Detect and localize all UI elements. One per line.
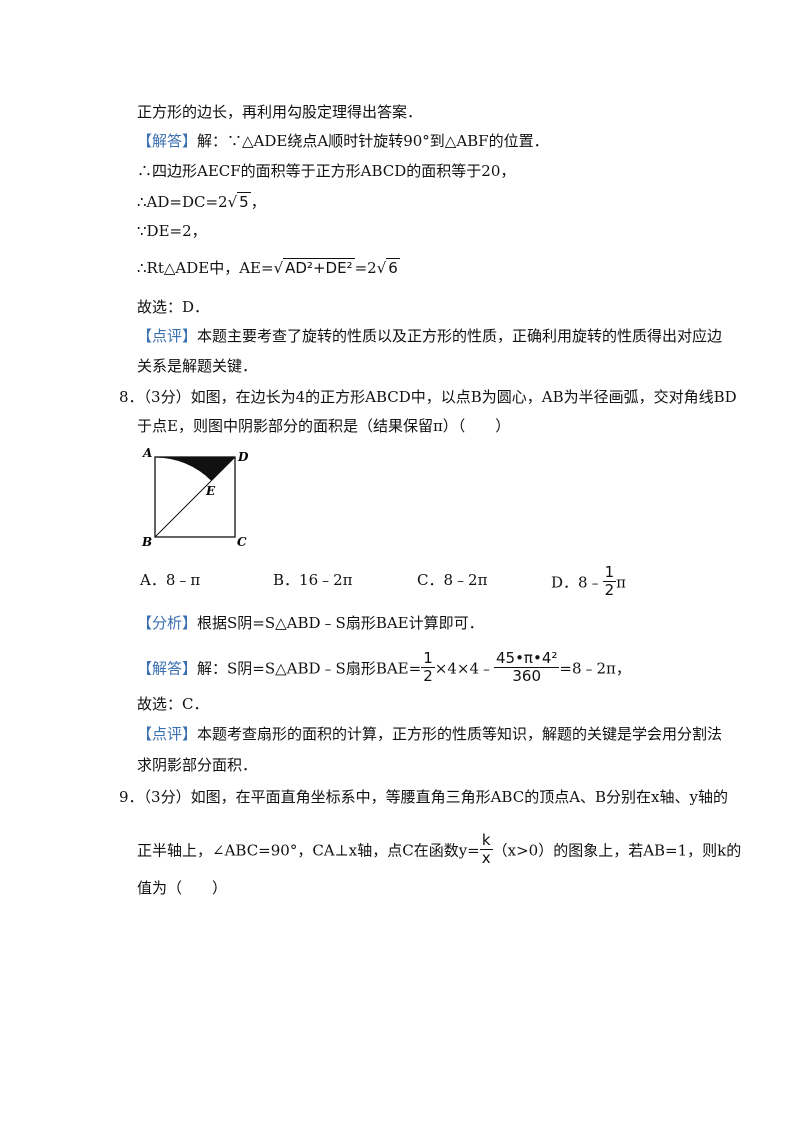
denominator: 2 <box>423 666 433 685</box>
answer-text: 解：∵△ADE绕点A顺时针旋转90°到△ABF的位置． <box>197 132 549 150</box>
review-text: 本题主要考查了旋转的性质以及正方形的性质，正确利用旋转的性质得出对应边 <box>197 327 723 345</box>
prev-step-4: ∴Rt△ADE中，AE=√AD²+DE²=2√6 <box>137 258 400 277</box>
q8-stem-text: （3分）如图，在边长为4的正方形ABCD中，以点B为圆心，AB为半径画弧，交对角… <box>143 388 737 406</box>
q8-number: 8． <box>119 388 144 406</box>
q8-review-1: 【点评】本题考查扇形的面积的计算，正方形的性质等知识，解题的关键是学会用分割法 <box>137 727 722 742</box>
answer-suffix: =8﹣2π， <box>559 659 631 678</box>
radicand: AD²+DE² <box>283 258 355 277</box>
prev-analysis-tail: 正方形的边长，再利用勾股定理得出答案． <box>137 103 423 121</box>
shaded-region <box>155 456 235 481</box>
sqrt-5: √5 <box>227 192 251 211</box>
numerator: 45•π•4² <box>494 649 560 668</box>
choice-b: B．16﹣2π <box>273 571 353 589</box>
prev-step-2: ∴AD=DC=2√5， <box>137 192 266 211</box>
choice-c: C．8﹣2π <box>417 571 488 589</box>
answer-mid: ×4×4﹣ <box>434 659 494 678</box>
prev-answer-line: 【解答】解：∵△ADE绕点A顺时针旋转90°到△ABF的位置． <box>137 134 549 149</box>
answer-tag: 【解答】 <box>137 659 198 678</box>
denominator: x <box>481 848 491 867</box>
prev-step-1: ∴四边形AECF的面积等于正方形ABCD的面积等于20， <box>137 162 516 180</box>
q9-stem-2-suffix: （x>0）的图象上，若AB=1，则k的 <box>492 841 742 860</box>
label-a: A <box>142 446 152 460</box>
step2-tail: ， <box>250 193 266 211</box>
answer-tag: 【解答】 <box>137 132 198 150</box>
sqrt-ad-de: √AD²+DE² <box>273 258 355 277</box>
numerator: 1 <box>602 563 617 582</box>
prev-step-3: ∵DE=2， <box>137 222 207 240</box>
prev-review-2: 关系是解题关键． <box>137 357 258 375</box>
q9-stem-1: 9．（3分）如图，在平面直角坐标系中，等腰直角三角形ABC的顶点A、B分别在x轴… <box>119 790 728 805</box>
q8-choose: 故选：C． <box>137 695 209 713</box>
prev-review-1: 【点评】本题主要考查了旋转的性质以及正方形的性质，正确利用旋转的性质得出对应边 <box>137 329 722 344</box>
radicand: 6 <box>386 258 400 277</box>
choice-d-prefix: D．8﹣ <box>551 573 603 592</box>
numerator: 1 <box>421 649 435 668</box>
step2-lhs: ∴AD=DC=2 <box>137 193 228 211</box>
choice-a: A．8﹣π <box>140 571 201 589</box>
analysis-text: 根据S阴=S△ABD﹣S扇形BAE计算即可． <box>197 614 484 632</box>
choice-d-suffix: π <box>616 573 626 592</box>
numerator: k <box>479 832 493 850</box>
label-e: E <box>205 484 216 498</box>
prev-choose: 故选：D． <box>137 298 210 316</box>
q9-stem-3: 值为（ ） <box>137 879 228 897</box>
q8-analysis: 【分析】根据S阴=S△ABD﹣S扇形BAE计算即可． <box>137 616 484 631</box>
label-b: B <box>141 535 152 549</box>
analysis-tag: 【分析】 <box>137 614 198 632</box>
label-d: D <box>237 450 249 464</box>
sqrt-6: √6 <box>376 258 400 277</box>
q9-number: 9． <box>119 788 144 806</box>
denominator: 360 <box>512 666 541 685</box>
radicand: 5 <box>237 192 251 211</box>
q9-stem-2-prefix: 正半轴上，∠ABC=90°，CA⊥x轴，点C在函数y= <box>137 841 480 860</box>
diagonal-bd <box>154 456 236 538</box>
denominator: 2 <box>604 580 615 599</box>
q8-stem-1: 8．（3分）如图，在边长为4的正方形ABCD中，以点B为圆心，AB为半径画弧，交… <box>119 390 737 405</box>
q8-review-2: 求阴影部分面积． <box>137 756 258 774</box>
label-c: C <box>237 535 247 549</box>
q9-stem-text: （3分）如图，在平面直角坐标系中，等腰直角三角形ABC的顶点A、B分别在x轴、y… <box>143 788 728 806</box>
review-text: 本题考查扇形的面积的计算，正方形的性质等知识，解题的关键是学会用分割法 <box>197 725 723 743</box>
q8-figure: A D E B C <box>141 446 249 549</box>
step4-rhs: =2 <box>354 259 377 277</box>
q8-stem-2: 于点E，则图中阴影部分的面积是（结果保留π）（ ） <box>137 417 511 435</box>
arc-ae <box>154 456 212 481</box>
review-tag: 【点评】 <box>137 725 198 743</box>
step4-lhs: ∴Rt△ADE中，AE= <box>137 259 274 277</box>
answer-prefix: 解：S阴=S△ABD﹣S扇形BAE= <box>197 659 422 678</box>
review-tag: 【点评】 <box>137 327 198 345</box>
